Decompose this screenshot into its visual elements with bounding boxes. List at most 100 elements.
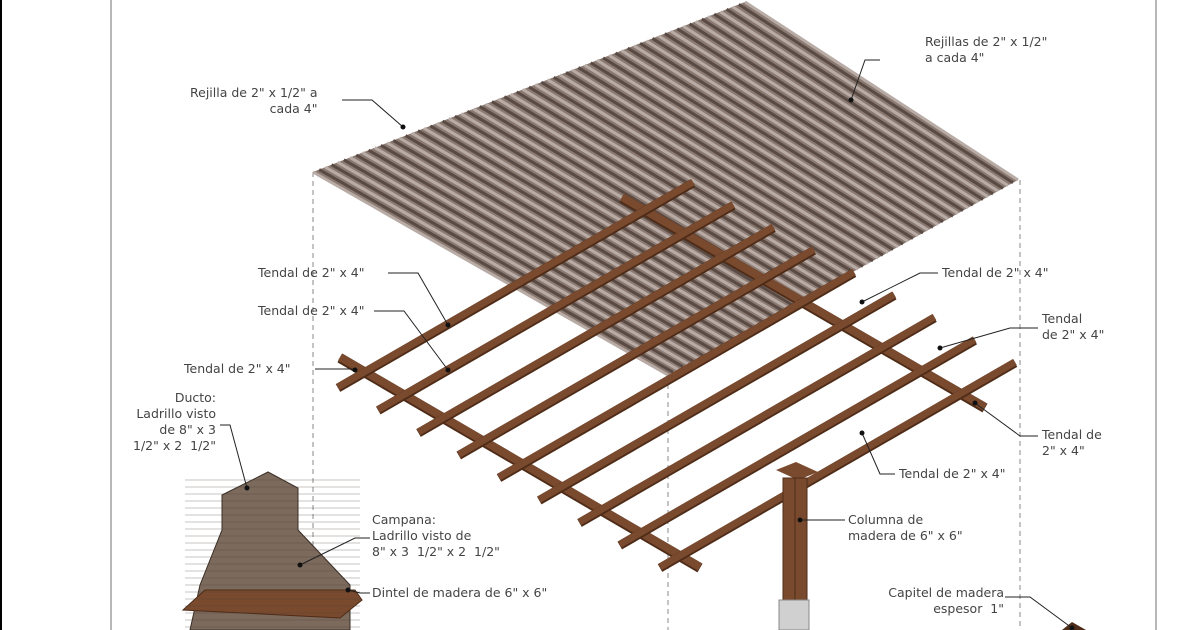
- leader-line: [850, 59, 880, 101]
- leader-line: [342, 99, 404, 128]
- rafter-beams: [335, 178, 1018, 573]
- roof-slat: [312, 170, 669, 377]
- rafter: [497, 268, 856, 481]
- roof-slat: [559, 73, 869, 265]
- roof-slat: [565, 71, 874, 263]
- roof-slat: [435, 122, 769, 321]
- roof-slat: [355, 153, 704, 357]
- leader-line: [939, 327, 1038, 349]
- label-tendal-right-3: Tendal de 2" x 4": [1042, 427, 1102, 458]
- roof-slat: [589, 61, 894, 251]
- leader-dot: [297, 562, 303, 568]
- label-ducto: Ducto: Ladrillo visto de 8" x 3 1/2" x 2…: [133, 390, 216, 453]
- leader-dot: [445, 367, 451, 373]
- lintel: [181, 589, 363, 619]
- roof-slat: [423, 126, 759, 327]
- roof-slat: [694, 20, 979, 204]
- label-tendal-1: Tendal de 2" x 4": [258, 265, 365, 280]
- leader-dot: [797, 517, 803, 523]
- leader-dot: [859, 430, 865, 436]
- roof-slat: [639, 42, 934, 229]
- roof-slat: [688, 22, 974, 207]
- leader-dot: [848, 97, 854, 103]
- rafter: [658, 358, 1017, 571]
- label-columna: Columna de madera de 6" x 6": [848, 512, 963, 543]
- roof-slat: [460, 112, 789, 310]
- roof-slat: [515, 90, 834, 285]
- frame-border-left: [110, 0, 112, 630]
- roof-slat: [485, 102, 809, 299]
- leader-dot: [400, 124, 406, 130]
- leader-dot: [345, 587, 351, 593]
- leader-line: [388, 272, 449, 326]
- roof-slat: [454, 114, 784, 313]
- roof-slat: [398, 136, 739, 338]
- label-campana: Campana: Ladrillo visto de 8" x 3 1/2" x…: [372, 512, 500, 559]
- leader-dot: [244, 485, 250, 491]
- leader-dot: [859, 299, 865, 305]
- roof-slat: [620, 49, 919, 237]
- column-base: [778, 599, 810, 630]
- label-dintel: Dintel de madera de 6" x 6": [372, 585, 548, 600]
- roof-slat: [367, 148, 714, 352]
- roof-slat: [731, 5, 1009, 187]
- roof-slat: [336, 160, 689, 366]
- leader-lines: [220, 59, 1075, 630]
- wood-column: [776, 462, 1086, 630]
- leader-dot: [1069, 625, 1075, 630]
- leader-dot: [972, 400, 978, 406]
- roof-slat: [670, 29, 959, 215]
- roof-slat: [682, 25, 969, 210]
- leader-line: [861, 272, 938, 303]
- leader-line: [374, 310, 449, 371]
- rafter: [376, 201, 736, 413]
- roof-slat: [546, 78, 859, 271]
- label-tendal-2: Tendal de 2" x 4": [258, 303, 365, 318]
- rafter: [617, 336, 977, 548]
- roof-slat: [713, 12, 994, 196]
- leader-dot: [937, 345, 943, 351]
- leader-line: [347, 589, 370, 594]
- roof-slat: [744, 0, 1019, 182]
- roof-slat: [392, 139, 734, 341]
- brick-chimney: [181, 471, 363, 630]
- label-tendal-right-1: Tendal de 2" x 4": [942, 265, 1049, 280]
- roof-slat: [386, 141, 729, 343]
- roof-slat: [663, 32, 954, 218]
- label-rejilla-left: Rejilla de 2" x 1/2" a cada 4": [190, 85, 318, 116]
- rafter: [416, 223, 776, 436]
- leader-line: [1005, 596, 1073, 629]
- label-tendal-3: Tendal de 2" x 4": [184, 361, 291, 376]
- leader-line: [299, 537, 370, 566]
- roof-slat: [324, 165, 679, 371]
- roof-slat: [491, 100, 814, 296]
- label-tendal-right-4: Tendal de 2" x 4": [899, 466, 1006, 481]
- roof-slat: [380, 143, 724, 346]
- roof-slat: [645, 39, 939, 226]
- roof-slat: [700, 17, 984, 201]
- roof-slat: [361, 151, 709, 355]
- roof-slat: [657, 34, 949, 221]
- roof-slat: [725, 8, 1004, 190]
- leader-line: [974, 402, 1038, 437]
- roof-slat: [522, 88, 839, 282]
- roof-slat: [577, 66, 884, 257]
- rafter: [577, 313, 937, 526]
- label-rejillas-right: Rejillas de 2" x 1/2" a cada 4": [925, 34, 1048, 65]
- rafter: [336, 178, 695, 391]
- leader-line: [315, 368, 356, 370]
- leader-dot: [445, 322, 451, 328]
- frame-border-right: [1155, 0, 1157, 630]
- roof-slat: [509, 93, 829, 288]
- roof-slat: [608, 54, 909, 243]
- roof-slat: [583, 63, 889, 254]
- roof-slat: [738, 3, 1014, 185]
- roof-slat: [651, 37, 944, 224]
- leader-line: [861, 432, 895, 475]
- roof-slat: [626, 46, 924, 235]
- roof-slat: [552, 76, 864, 268]
- roof-slat: [318, 168, 674, 374]
- roof-slat: [571, 68, 879, 260]
- roof-slat: [373, 146, 719, 349]
